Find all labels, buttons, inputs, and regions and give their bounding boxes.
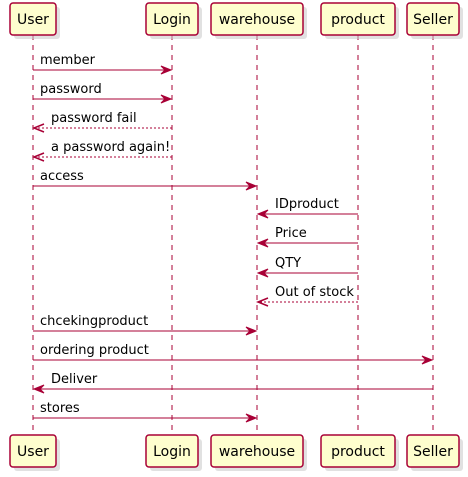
arrowhead-filled [256, 209, 269, 219]
arrowhead-filled [160, 94, 173, 104]
arrowhead-open [31, 152, 45, 162]
participant-seller-bottom: Seller [406, 434, 463, 471]
participant-label: product [331, 444, 385, 460]
message-9: Out of stock [255, 285, 358, 307]
participant-warehouse-top: warehouse [210, 2, 307, 39]
participant-label: Seller [413, 12, 453, 28]
message-label: Deliver [51, 372, 98, 387]
arrowhead-filled [245, 413, 258, 423]
participant-box [145, 434, 199, 468]
arrowhead-filled [32, 384, 45, 394]
participant-user-bottom: User [9, 434, 60, 471]
message-8: QTY [256, 256, 358, 278]
participant-box [406, 434, 460, 468]
message-label: member [40, 53, 96, 68]
participant-label: product [331, 12, 385, 28]
message-label: chcekingproduct [40, 314, 148, 329]
participant-box [320, 434, 396, 468]
message-13: stores [33, 401, 258, 423]
message-label: a password again! [51, 140, 170, 155]
participant-box [9, 434, 57, 468]
participant-label: Login [153, 444, 191, 460]
participant-warehouse-bottom: warehouse [210, 434, 307, 471]
participant-box [320, 2, 396, 36]
message-label: ordering product [40, 343, 149, 358]
participant-label: User [17, 444, 49, 460]
message-10: chcekingproduct [33, 314, 258, 336]
arrowhead-filled [421, 355, 434, 365]
message-label: password fail [51, 111, 137, 126]
participant-product-top: product [320, 2, 399, 39]
participant-login-top: Login [145, 2, 202, 39]
participant-user-top: User [9, 2, 60, 39]
message-4: a password again! [31, 140, 172, 162]
participant-seller-top: Seller [406, 2, 463, 39]
message-1: member [33, 53, 173, 75]
arrowhead-filled [245, 181, 258, 191]
participant-box [210, 434, 304, 468]
message-7: Price [256, 226, 358, 248]
message-label: QTY [275, 256, 301, 271]
message-label: IDproduct [275, 197, 339, 212]
participant-box [9, 2, 57, 36]
message-label: Out of stock [275, 285, 354, 300]
message-label: stores [40, 401, 80, 416]
message-6: IDproduct [256, 197, 358, 219]
participant-label: warehouse [219, 12, 295, 28]
participant-label: warehouse [219, 444, 295, 460]
message-label: password [40, 82, 102, 97]
message-5: access [33, 169, 258, 191]
participant-box [406, 2, 460, 36]
arrowhead-filled [245, 326, 258, 336]
arrowhead-open [31, 123, 45, 133]
message-11: ordering product [33, 343, 434, 365]
participant-box [210, 2, 304, 36]
message-label: Price [275, 226, 307, 241]
participant-label: Login [153, 12, 191, 28]
participant-label: Seller [413, 444, 453, 460]
message-label: access [40, 169, 84, 184]
message-2: password [33, 82, 173, 104]
message-12: Deliver [32, 372, 433, 394]
arrowhead-filled [160, 65, 173, 75]
message-3: password fail [31, 111, 172, 133]
participant-product-bottom: product [320, 434, 399, 471]
participant-label: User [17, 12, 49, 28]
arrowhead-filled [256, 238, 269, 248]
arrowhead-filled [256, 268, 269, 278]
participant-box [145, 2, 199, 36]
arrowhead-open [255, 297, 269, 307]
participant-login-bottom: Login [145, 434, 202, 471]
